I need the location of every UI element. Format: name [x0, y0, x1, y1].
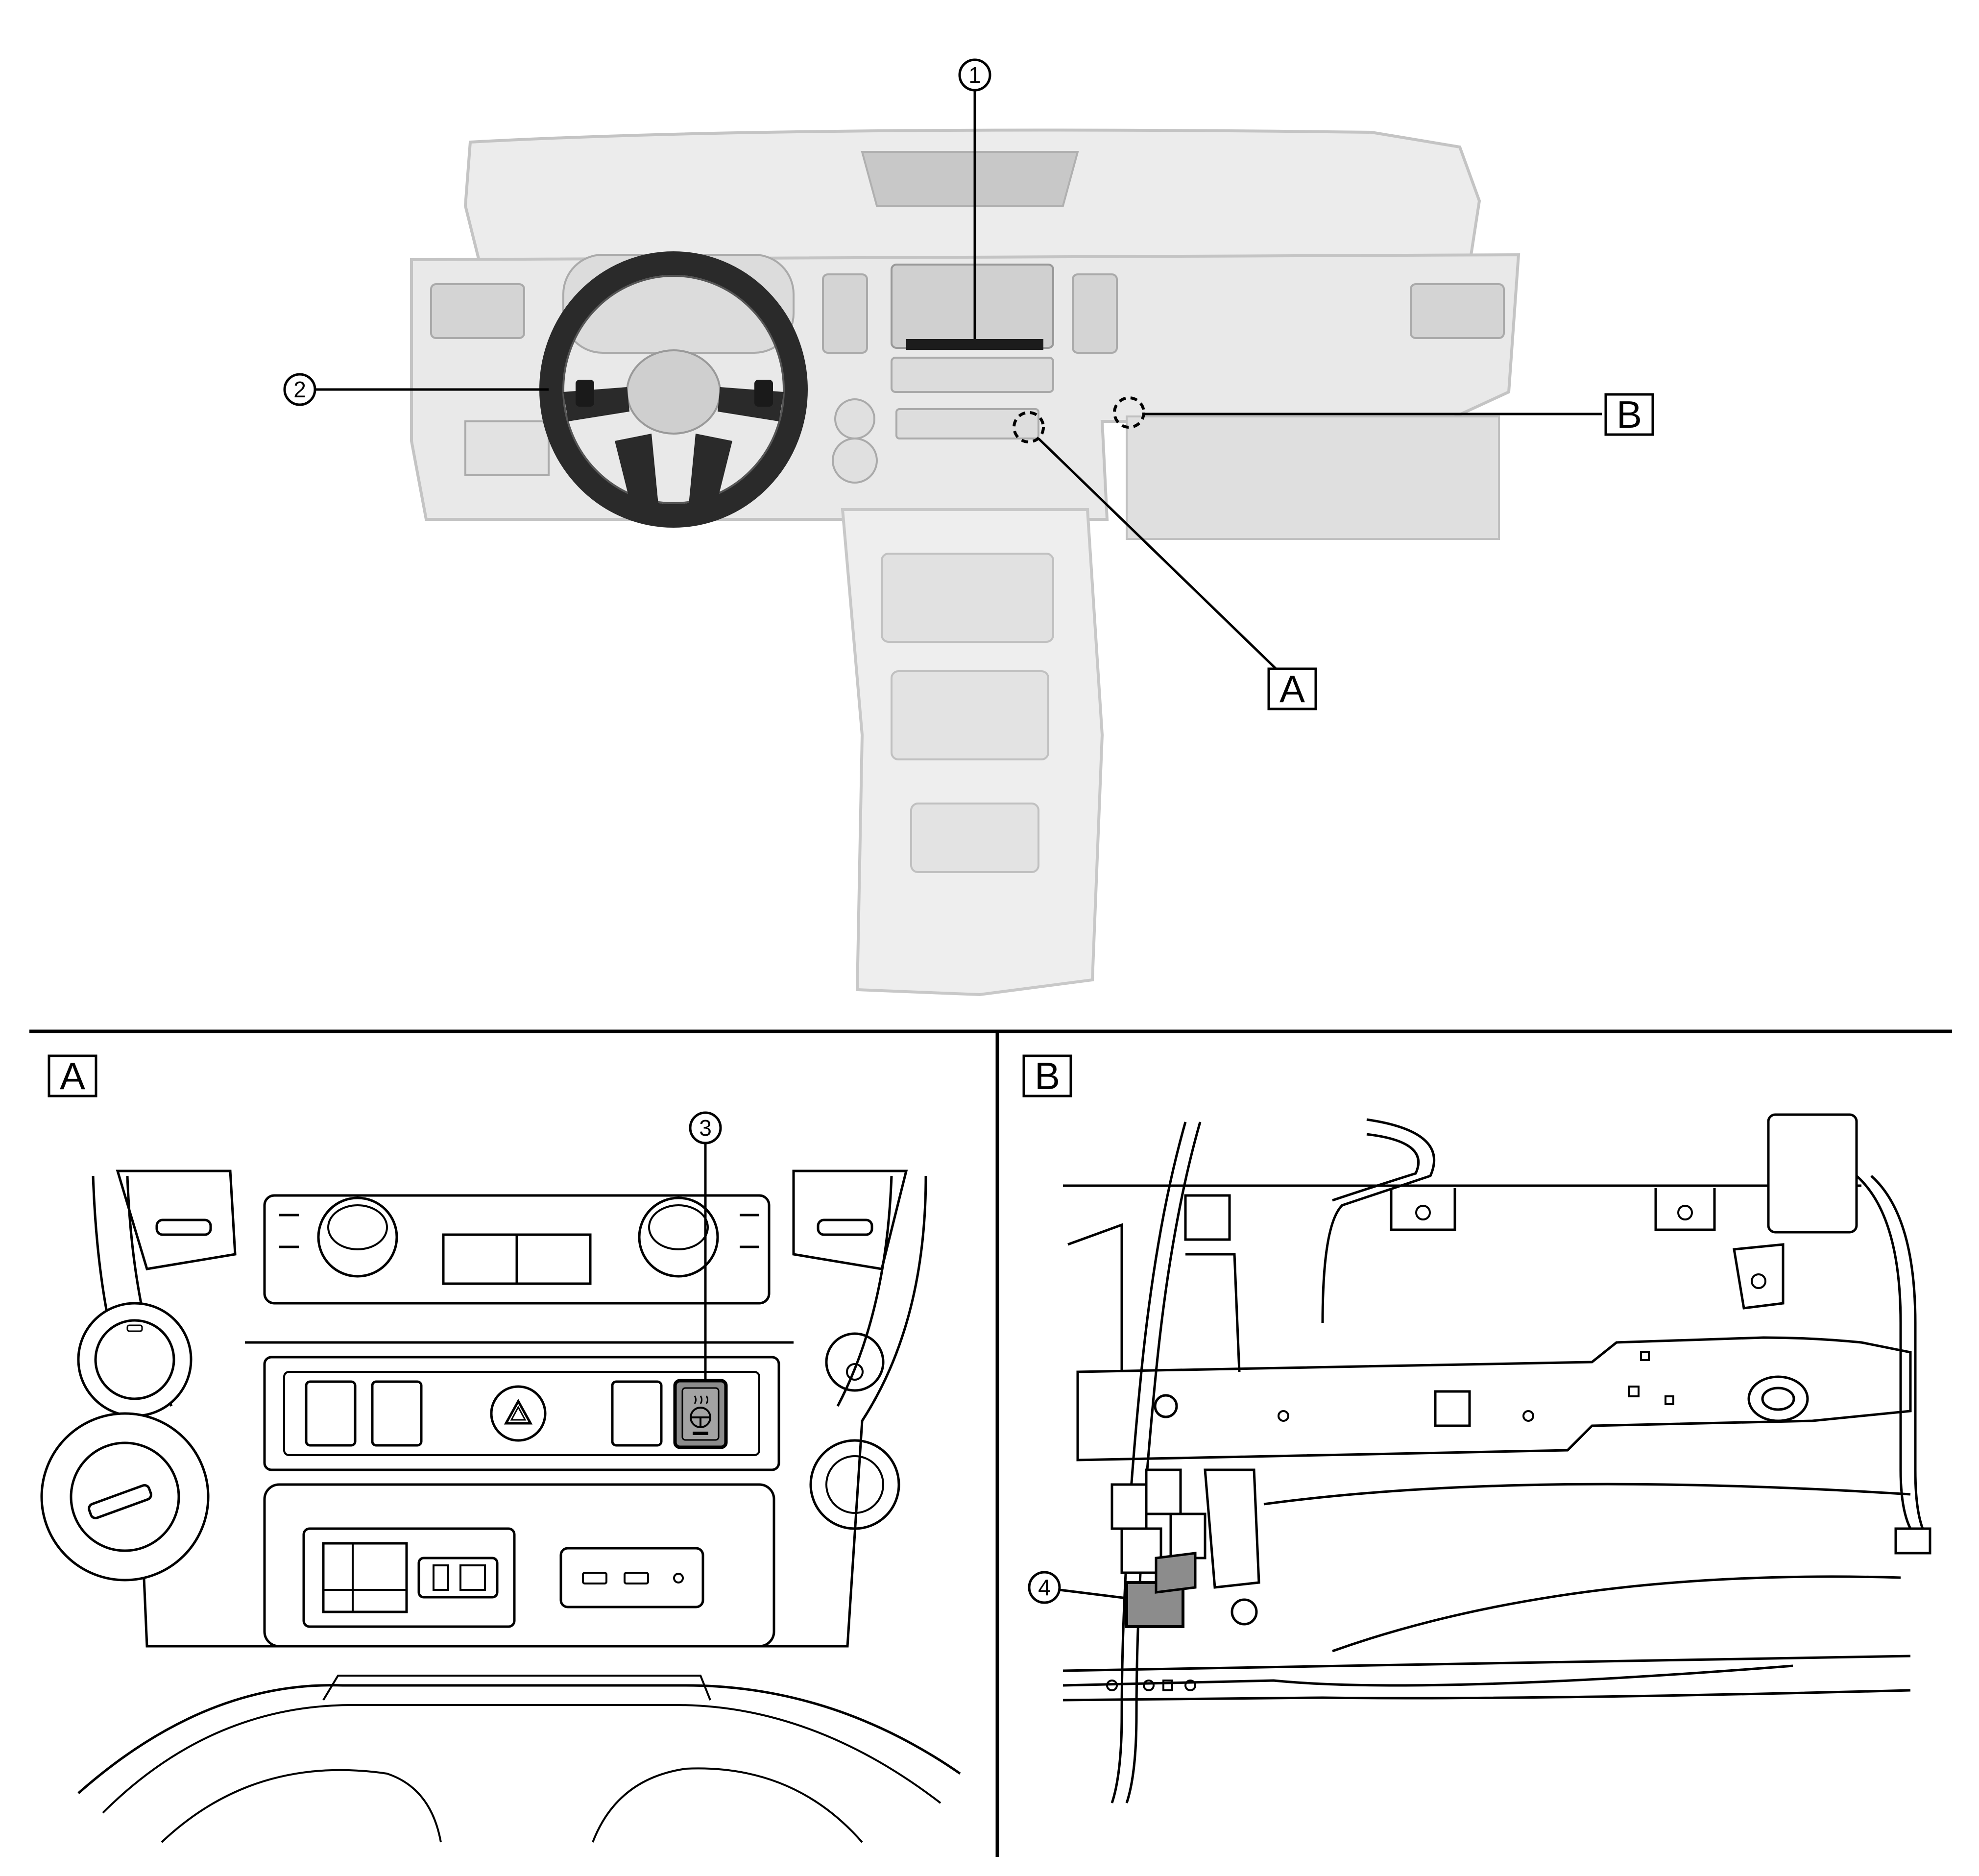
defrost-grille [861, 151, 1079, 207]
temp-knob-right [638, 1196, 719, 1278]
usb-ports [559, 1547, 704, 1608]
console-bin-1 [881, 553, 1054, 643]
detail-b-panel: B [1022, 1054, 1931, 1803]
center-vent-right [1072, 273, 1118, 354]
left-switch-panel-ghost [464, 420, 550, 476]
hazard-triangle-icon [504, 1398, 533, 1425]
dashboard-overview: 1 2 B A [283, 58, 1654, 997]
svg-text:B: B [1035, 1054, 1060, 1097]
component-1-head-unit [906, 339, 1043, 350]
callout-3: 3 [689, 1111, 722, 1145]
blank-switch-3 [611, 1380, 663, 1447]
center-vent-left [822, 273, 868, 354]
component-3-heated-steering-wheel-switch [673, 1379, 728, 1449]
knob-ghost-1 [834, 398, 875, 439]
callout-2: 2 [283, 373, 316, 406]
switch-row-ghost [895, 408, 1039, 439]
console-bin-2 [891, 670, 1049, 760]
climate-panel [263, 1194, 771, 1305]
callout-4: 4 [1028, 1571, 1061, 1604]
wire-harness-top [1321, 1118, 1436, 1323]
heated-steering-wheel-icon [690, 1395, 711, 1435]
vent-left [116, 1169, 237, 1270]
right-vent [1410, 283, 1505, 339]
component-4-relay [1125, 1552, 1197, 1628]
svg-text:1: 1 [968, 62, 981, 88]
switch-panel [263, 1356, 780, 1471]
leader-line-4 [1059, 1588, 1127, 1600]
console-bin-3 [910, 803, 1039, 873]
svg-text:B: B [1617, 393, 1642, 436]
view-label-b: B [1604, 393, 1654, 436]
center-display [891, 264, 1054, 349]
hazard-button [490, 1385, 547, 1442]
component-2-steering-wheel [539, 251, 808, 528]
module-top-right [1767, 1113, 1858, 1234]
temp-knob-left [317, 1196, 398, 1278]
lower-panel [263, 1483, 775, 1648]
svg-text:4: 4 [1038, 1575, 1051, 1600]
view-label-a: A [1267, 667, 1317, 710]
vent-right [792, 1169, 908, 1270]
callout-1: 1 [958, 58, 991, 92]
wire-harness-right [1856, 1175, 1912, 1530]
left-dial-lower [40, 1412, 210, 1582]
blank-switch-2 [371, 1380, 423, 1447]
locator-circle-a [1013, 411, 1045, 443]
leader-line-a [1038, 438, 1279, 672]
svg-text:3: 3 [699, 1115, 712, 1141]
svg-text:A: A [60, 1054, 85, 1097]
climate-control-ghost [891, 357, 1054, 393]
blank-switch-1 [305, 1380, 357, 1447]
svg-text:A: A [1279, 667, 1305, 710]
power-outlet [809, 1439, 900, 1530]
svg-text:2: 2 [293, 377, 306, 402]
locator-circle-b [1113, 396, 1145, 429]
knob-ghost-2 [832, 438, 878, 484]
panel-b-label: B [1022, 1054, 1072, 1097]
center-stack-frame [92, 1175, 927, 1648]
left-vent [430, 283, 525, 339]
right-button [825, 1332, 885, 1392]
panel-a-label: A [48, 1054, 97, 1097]
cross-car-beam [1076, 1336, 1912, 1462]
glovebox-ghost [1126, 415, 1500, 540]
detail-a-panel: A [40, 1054, 961, 1843]
console-lower-curve [77, 1684, 961, 1794]
